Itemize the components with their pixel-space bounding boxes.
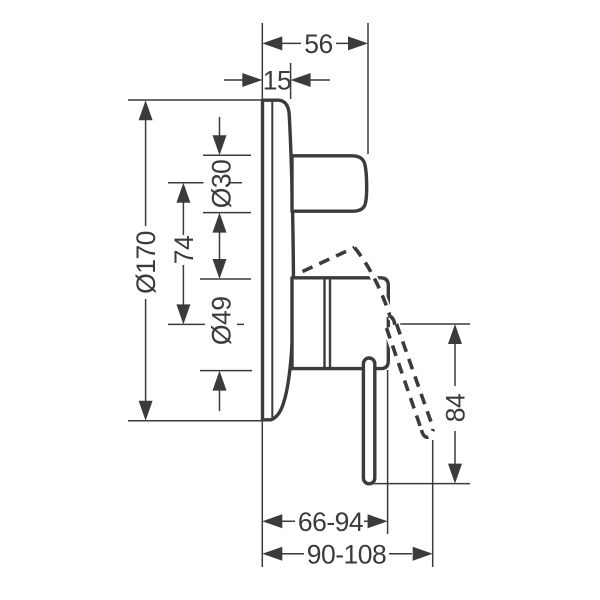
arrowhead-right-icon <box>348 36 368 51</box>
dim-66-94: 66-94 <box>262 507 388 537</box>
arrowhead-down-icon <box>212 135 227 156</box>
fixture-drawing <box>260 98 390 486</box>
dim-15: 15 <box>224 66 330 96</box>
spout-connection <box>290 154 369 213</box>
dim-dia-30: Ø30 <box>207 117 237 260</box>
arrowhead-down-icon <box>138 400 153 421</box>
arrowhead-left-icon <box>290 73 311 87</box>
arrowhead-left-icon <box>262 514 283 529</box>
dim-74: 74 <box>169 182 199 325</box>
arrowhead-left-icon <box>262 546 283 561</box>
arrowhead-up-icon <box>176 182 191 203</box>
dim-label-dia49: Ø49 <box>207 297 237 346</box>
arrowhead-left-icon <box>262 36 283 51</box>
dim-label-90-108: 90-108 <box>307 540 387 570</box>
lever-dashed-up-side <box>353 246 392 317</box>
dim-56: 56 <box>262 29 368 59</box>
arrowhead-up-icon <box>448 324 462 344</box>
arrowhead-right-icon <box>412 546 433 561</box>
dim-dia-170: Ø170 <box>131 100 161 421</box>
dim-label-dia170: Ø170 <box>131 231 161 294</box>
dim-dia-49: Ø49 <box>207 259 237 411</box>
body-seam-lines <box>323 277 332 369</box>
lever-handle <box>361 356 377 486</box>
arrowhead-down-icon <box>212 259 227 279</box>
dim-90-108: 90-108 <box>262 540 433 570</box>
extension-lines <box>128 23 470 567</box>
dim-label-84: 84 <box>441 394 471 422</box>
arrowhead-down-icon <box>448 463 462 484</box>
arrowhead-up-icon <box>138 100 153 121</box>
dim-84: 84 <box>441 324 471 484</box>
lever-pivot-arc-dashed <box>388 314 397 330</box>
wall-plate <box>260 98 296 422</box>
arrowhead-up-icon <box>212 370 227 391</box>
lever-dashed-tip-arc <box>419 428 436 439</box>
dashed-casing <box>393 322 437 429</box>
arrowhead-up-icon <box>212 212 227 233</box>
dim-label-74: 74 <box>169 236 199 264</box>
dashed-casing <box>383 326 425 432</box>
mixer-body <box>290 276 390 371</box>
arrowhead-down-icon <box>176 304 191 325</box>
lever-dashed-up-edge <box>301 245 356 274</box>
dim-label-dia30: Ø30 <box>207 160 237 209</box>
lever-alt-positions <box>301 244 437 441</box>
arrowhead-right-icon <box>242 73 263 87</box>
arrowhead-right-icon <box>367 514 388 529</box>
dim-label-56: 56 <box>304 29 332 59</box>
dim-label-15: 15 <box>263 66 291 96</box>
dim-label-66-94: 66-94 <box>298 507 363 537</box>
